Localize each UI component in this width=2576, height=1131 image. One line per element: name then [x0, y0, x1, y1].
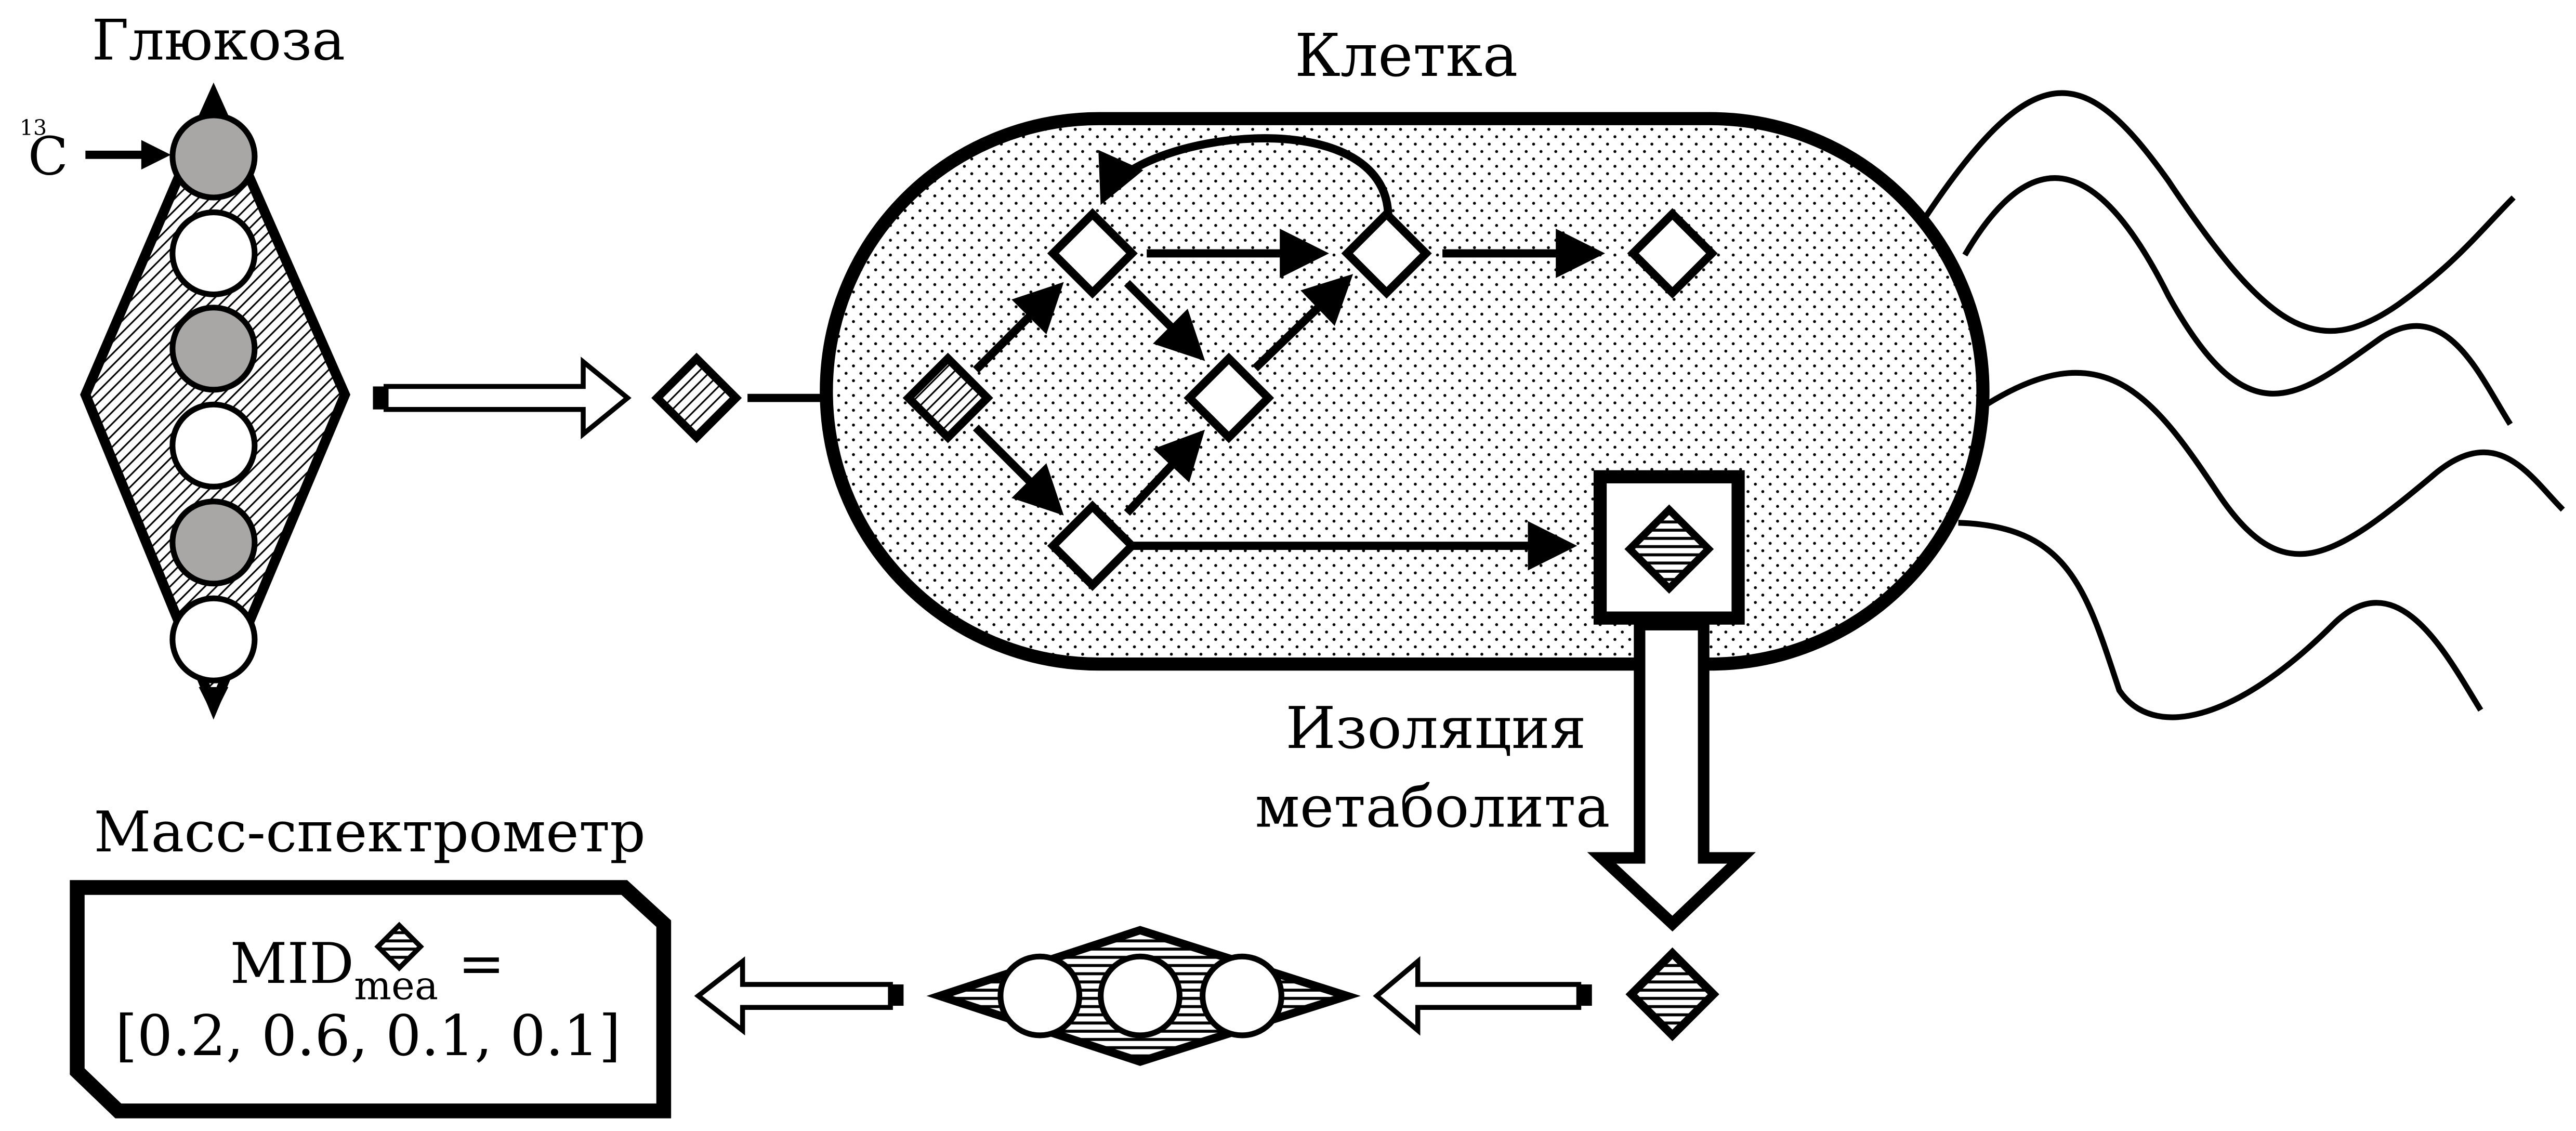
glucose-molecule: [80, 82, 351, 720]
metabolite-fragment: [926, 926, 1361, 1066]
metabolite-node: [1627, 208, 1718, 299]
mid-equals: =: [458, 931, 505, 996]
glucose-label: Глюкоза: [92, 8, 345, 73]
cell-body: [820, 112, 1990, 671]
carbon-atom: [169, 595, 258, 683]
metabolite-node: [1047, 208, 1138, 299]
isolation-arrow: [1587, 619, 1756, 932]
uptake-arrow: [373, 357, 632, 440]
mass-spectrometer-box: [70, 880, 672, 1119]
extracellular-metabolite: [651, 352, 742, 443]
carbon-atom-labeled: [169, 305, 258, 393]
isotope-mass-number: 13: [20, 115, 47, 140]
mid-prefix: MID: [230, 931, 354, 996]
mid-expression: MIDmea =: [230, 931, 505, 1009]
isolation-label-line1: Изоляция: [1285, 695, 1586, 762]
mid-metabolite-icon: [374, 922, 424, 972]
measurement-arrow: [694, 956, 904, 1036]
mid-vector: [0.2, 0.6, 0.1, 0.1]: [115, 1004, 621, 1069]
mid-subscript: mea: [354, 963, 438, 1008]
target-metabolite-box: [1593, 470, 1745, 625]
metabolite-node: [1341, 208, 1432, 299]
metabolite-node: [1184, 352, 1274, 443]
carbon-atom: [1200, 953, 1284, 1038]
metabolite-node-entry: [902, 352, 993, 443]
carbon-atom-labeled: [169, 498, 258, 587]
carbon-atom: [1098, 953, 1182, 1038]
cell-label: Клетка: [1295, 21, 1518, 90]
carbon-atom: [169, 209, 258, 298]
mass-spectrometer-label: Масс-спектрометр: [94, 800, 646, 865]
metabolite-node: [1047, 501, 1138, 591]
isotope-element: C: [28, 126, 68, 187]
isolated-metabolite: [1625, 947, 1719, 1042]
carbon-atom-labeled: [169, 112, 258, 201]
flagella: [1923, 90, 2565, 720]
carbon-atom: [997, 953, 1083, 1038]
carbon-atom: [169, 401, 258, 490]
metabolic-network: [902, 134, 1718, 591]
fragmentation-arrow: [1373, 956, 1592, 1036]
isolation-label-line2: метаболита: [1255, 774, 1610, 841]
